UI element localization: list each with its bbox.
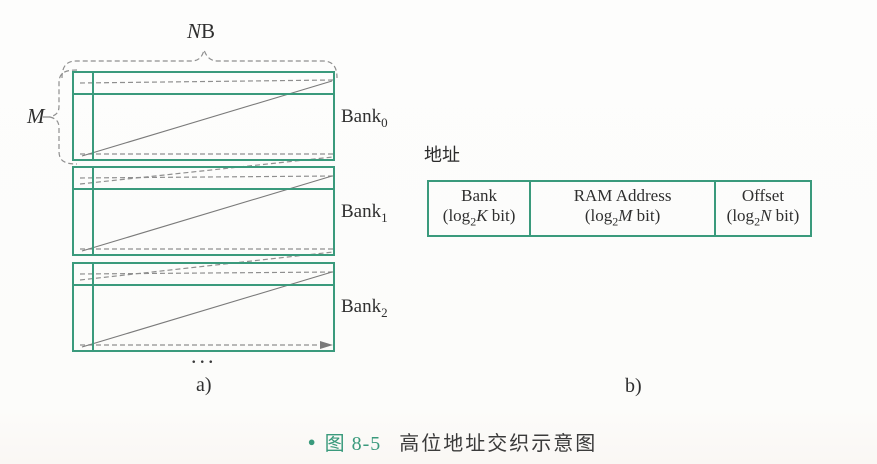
panel-b-label: b)	[625, 375, 642, 397]
scan-arrow	[320, 341, 333, 349]
field-width: (log2M bit)	[584, 205, 661, 229]
field-width: (log2N bit)	[726, 205, 800, 229]
bank2-label: Bank2	[341, 296, 388, 320]
banks-ellipsis: ...	[191, 343, 217, 368]
nb-brace	[61, 47, 338, 79]
caption-bullet-icon: ●	[307, 433, 316, 449]
address-field-ram-address: RAM Address (log2M bit)	[529, 182, 714, 235]
address-field-bank: Bank (log2K bit)	[429, 182, 529, 235]
address-format-table: Bank (log2K bit) RAM Address (log2M bit)…	[427, 180, 812, 237]
figure-title: 高位地址交织示意图	[399, 433, 598, 455]
field-name: Offset	[741, 185, 785, 205]
field-name: Bank	[461, 185, 498, 205]
m-height-label: M	[27, 104, 45, 128]
figure-caption: ● 图 8-5 高位地址交织示意图	[0, 427, 877, 456]
address-field-offset: Offset (log2N bit)	[713, 182, 810, 235]
address-title: 地址	[424, 145, 460, 165]
nb-width-label: NB	[187, 19, 216, 43]
figure-number: 图 8-5	[324, 433, 382, 455]
field-width: (log2K bit)	[442, 205, 516, 229]
bank1-label: Bank1	[341, 201, 388, 225]
field-name: RAM Address	[573, 185, 672, 205]
bank0-label: Bank0	[341, 106, 388, 130]
panel-a-label: a)	[196, 374, 212, 396]
